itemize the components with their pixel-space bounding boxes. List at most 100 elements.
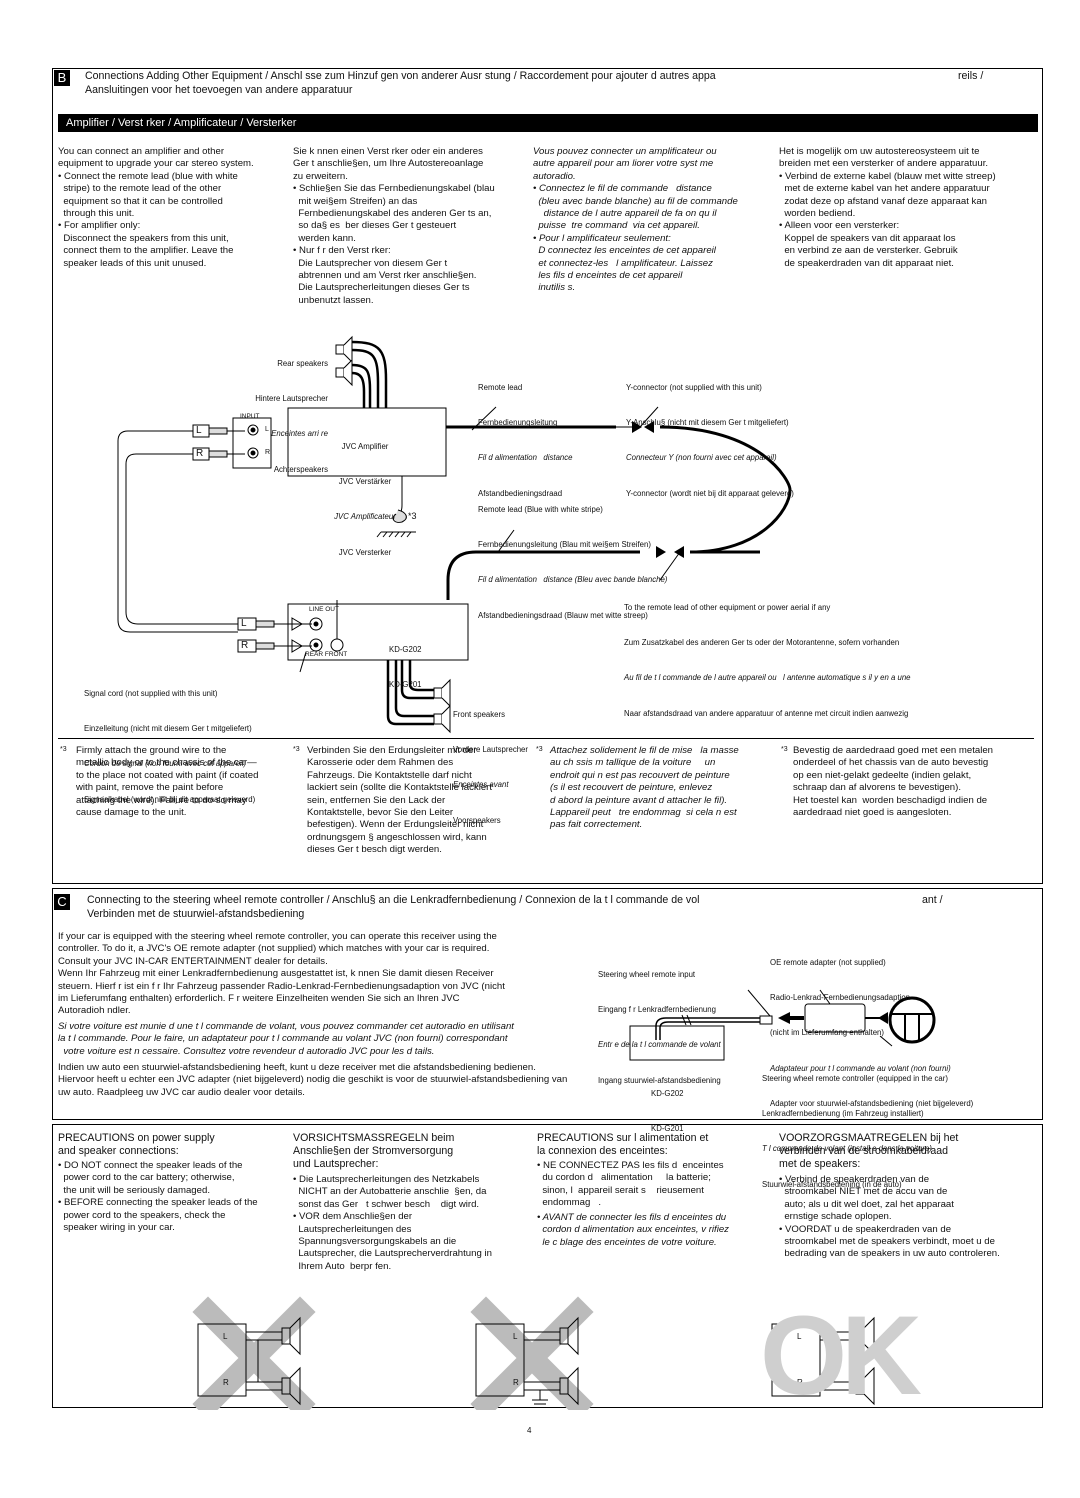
text-line: equipment to upgrade your car stereo sys… (58, 158, 254, 170)
rear-front-label: REAR FRONT (305, 651, 348, 658)
fn-mark-de: *3 (293, 746, 300, 753)
text-line: Hiervoor heeft u echter een JVC adapter … (58, 1074, 568, 1086)
text-line: Indien uw auto een stuurwiel-afstandsbed… (58, 1062, 536, 1073)
text-line: cause damage to the unit. (76, 807, 187, 819)
text-line: stripe) to the remote lead of the other (58, 183, 222, 195)
precautions-en: • DO NOT connect the speaker leads of th… (58, 1160, 258, 1234)
fn-mark-en: *3 (60, 746, 67, 753)
text-line: speaker wiring in your car. (58, 1222, 175, 1234)
fn-mark-fr: *3 (536, 746, 543, 753)
text-line: aardedraad niet goed is aangesloten. (793, 807, 952, 819)
text-line: met de externe kabel van het andere appa… (779, 183, 990, 195)
section-b-frame (52, 68, 1043, 884)
text-line: breiden met een versterker of andere app… (779, 158, 989, 170)
text-line: the unit will be seriously damaged. (58, 1184, 210, 1196)
text-line: Die Lautsprecherleitungen dieses Ger ts (293, 282, 470, 294)
text-line: schraap dan af alvorens te bevestigen). (793, 782, 961, 794)
text-line: bedrading van de speakers in uw auto con… (779, 1248, 1000, 1260)
text-line: Lautsprecherleitungen des (293, 1223, 412, 1235)
text-line: zu erweitern. (293, 170, 348, 182)
text-line: sein, entfernen Sie den Lack der (307, 794, 446, 806)
text-line: Attachez solidement le fil de mise la ma… (550, 745, 739, 756)
rear-speakers-label: Rear speakers Hintere Lautsprecher Encei… (255, 358, 328, 474)
text-line: stroomkabel NIET met de accu van de (779, 1186, 948, 1198)
amplifier-label: JVC Amplifier JVC Verstärker JVC Amplifi… (334, 441, 396, 557)
section-c-body-nl: Indien uw auto een stuurwiel-afstandsbed… (58, 1062, 567, 1099)
text-line: la connexion des enceintes: (537, 1145, 668, 1157)
text-line: Vous pouvez connecter un amplificateur o… (533, 146, 717, 157)
amplifier-bar: Amplifier / Verst rker / Amplificateur /… (58, 114, 1038, 132)
input-r-label: R (265, 449, 271, 456)
text-line: Het toestel kan worden beschadigd indien… (793, 794, 988, 806)
text-line: de speakerdraden van dit apparaat niet. (779, 257, 954, 269)
text-line: sinon, l appareil serait s rieusement (537, 1184, 704, 1196)
section-c-heading: Connecting to the steering wheel remote … (87, 894, 700, 906)
text-line: • Connectez le fil de commande distance (533, 183, 712, 195)
footnote-divider (58, 738, 1034, 739)
plug-r-amp: R (196, 448, 204, 459)
text-line: You can connect an amplifier and other (58, 146, 225, 157)
ground-note-mark: *3 (408, 511, 417, 521)
example3-l: L (797, 1332, 802, 1341)
text-line: • VOR dem Anschlie§en der (293, 1211, 413, 1223)
text-line: befestigen). Wenn der Erdungsleiter nich… (307, 819, 484, 831)
text-line: Autoradioh ndler. (58, 1005, 131, 1017)
text-line: to the place not coated with paint (if c… (76, 769, 259, 781)
text-line: PRECAUTIONS on power supply (58, 1132, 215, 1144)
example1-l: L (223, 1332, 228, 1341)
text-line: • Schlie§en Sie das Fernbedienungskabel … (293, 183, 495, 195)
example1-r: R (223, 1378, 229, 1387)
text-line: Lappareil peut tre endommag si cela n es… (550, 807, 737, 819)
oe-adapter-label: OE remote adapter (not supplied) Radio-L… (770, 957, 974, 1109)
text-line: uw auto. Raadpleeg uw JVC car audio deal… (58, 1086, 305, 1098)
text-line: sonst das Ger t schwer besch digt wird. (293, 1198, 480, 1210)
text-line: • Pour l amplificateur seulement: (533, 232, 671, 244)
example2-r: R (513, 1378, 519, 1387)
text-line: endommag . (537, 1197, 601, 1209)
text-line: stroomkabel met de speakers verbindt, mo… (779, 1236, 995, 1248)
text-line: ordnungsgem § angeschlossen wird, kann (307, 831, 487, 843)
text-line: au ch ssis m tallique de la voiture un (550, 757, 716, 769)
section-c-body-fr: Si votre voiture est munie d une t l com… (58, 1021, 514, 1058)
precautions-de: • Die Lautsprecherleitungen des Netzkabe… (293, 1174, 492, 1273)
text-line: dieses Ger t besch digt werden. (307, 844, 442, 856)
section-b-letter: B (54, 70, 70, 86)
steering-wheel-diagram (629, 989, 936, 1061)
text-line: with paint, remove the paint before (76, 782, 224, 794)
text-line: PRECAUTIONS sur l alimentation et (537, 1132, 709, 1144)
section-c-letter: C (54, 894, 70, 910)
text-line: ernstige schade oplopen. (779, 1211, 892, 1223)
text-line: du cordon d alimentation la batterie; (537, 1172, 711, 1184)
text-line: le c blage des enceintes de votre voitur… (537, 1236, 717, 1248)
text-line: unbenutzt lassen. (293, 294, 374, 306)
text-line: through this unit. (58, 208, 135, 220)
text-line: und Lautsprecher: (293, 1158, 379, 1170)
text-line: worden bediend. (779, 208, 856, 220)
sw-controller-label: Steering wheel remote controller (equipp… (762, 1073, 948, 1189)
text-line: Sie k nnen einen Verst rker oder ein and… (293, 146, 483, 157)
text-line: inutilis s. (533, 282, 576, 294)
text-line: • Verbind de speakerdraden van de (779, 1174, 930, 1185)
example3-r: R (797, 1378, 803, 1387)
text-line: Consult your JVC IN-CAR ENTERTAINMENT de… (58, 955, 328, 967)
signal-cord-label: Signal cord (not supplied with this unit… (84, 688, 256, 804)
text-line: en verbind ze aan de versterker. Gebruik (779, 245, 958, 257)
text-line: les fils d enceintes de cet appareil (533, 270, 683, 282)
section-c-frame (52, 888, 1043, 1120)
text-line: (s il est recouvert de peinture, enlevez (550, 782, 713, 794)
text-line: lackiert sein (sollte die Kontaktstelle … (307, 782, 493, 794)
section-b-heading-tail: reils / (958, 70, 984, 82)
footnote-nl: Bevestig de aardedraad goed met een meta… (793, 745, 993, 819)
precautions-nl: • Verbind de speakerdraden van de stroom… (779, 1174, 1000, 1261)
text-line: • Alleen voor een versterker: (779, 220, 900, 232)
text-line: equipment so that it can be controlled (58, 195, 223, 207)
text-line: • AVANT de connecter les fils d enceinte… (537, 1212, 727, 1223)
text-line: • Die Lautsprecherleitungen des Netzkabe… (293, 1174, 480, 1185)
input-l-label: L (265, 426, 269, 433)
text-line: connect them to the amplifier. Leave the (58, 245, 234, 257)
precautions-fr-italic: • AVANT de connecter les fils d enceinte… (537, 1212, 729, 1249)
